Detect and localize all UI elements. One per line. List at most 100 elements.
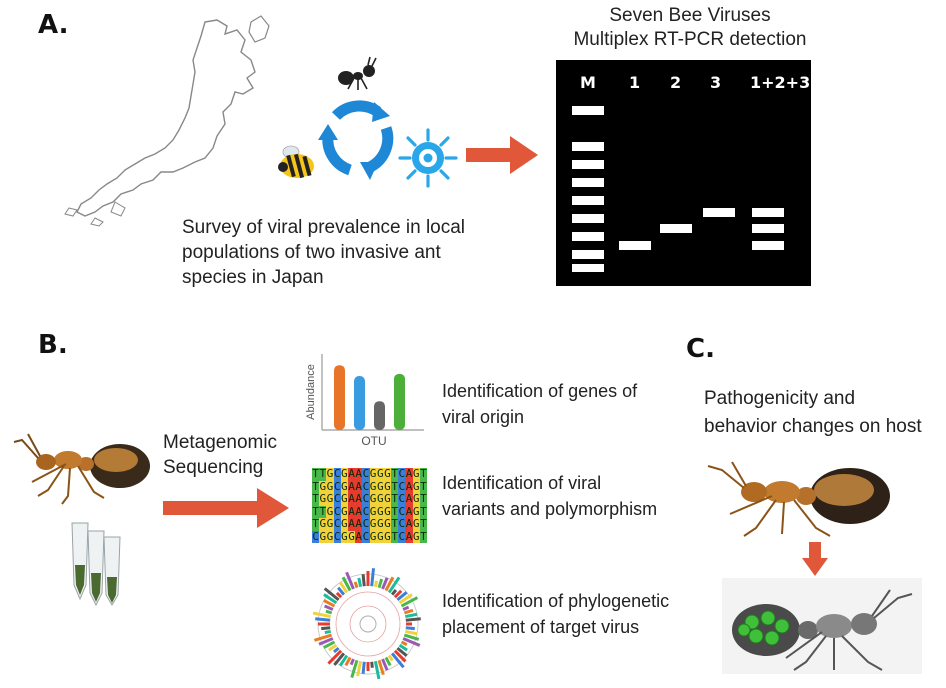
nucleotide: C — [362, 479, 370, 493]
tree-leaf — [323, 587, 340, 602]
nucleotide: G — [340, 492, 348, 506]
ant-icon — [338, 56, 377, 90]
tree-leaf — [403, 633, 420, 641]
nucleotide: G — [347, 529, 356, 543]
outcome-line: placement of target virus — [442, 617, 640, 637]
bee-icon — [278, 145, 314, 179]
survey-line: Survey of viral prevalence in local — [182, 217, 466, 238]
tree-leaf — [398, 593, 413, 605]
survey-description: Survey of viral prevalence in local popu… — [182, 215, 465, 290]
bar — [354, 376, 365, 430]
lane-label-2: 2 — [670, 73, 682, 92]
nucleotide: G — [340, 504, 348, 518]
nucleotide: A — [405, 467, 413, 481]
lane2-band — [660, 224, 692, 233]
tree-leaf — [405, 626, 415, 631]
outcome-line: Identification of genes of — [442, 381, 638, 401]
outcome-line: Identification of phylogenetic — [442, 591, 670, 611]
nucleotide: G — [383, 529, 392, 543]
japan-map-icon — [64, 15, 270, 227]
nucleotide: G — [326, 504, 334, 518]
tree-leaf — [353, 581, 359, 589]
outcome-variants: Identification of viral variants and pol… — [442, 470, 657, 522]
nucleotide: G — [412, 504, 420, 518]
nucleotide: G — [319, 517, 327, 531]
tree-leaf — [381, 658, 389, 671]
tree-leaf — [396, 646, 408, 657]
nucleotide: T — [312, 517, 320, 531]
sequence-row: CGGCGGACGGGTCAGT — [312, 529, 427, 543]
tree-leaf — [321, 626, 331, 631]
tree-leaf — [405, 617, 421, 622]
tree-leaf — [338, 654, 349, 667]
nucleotide: C — [398, 529, 406, 543]
nucleotide: T — [419, 479, 427, 493]
ladder-band — [572, 214, 604, 223]
ladder-band — [572, 196, 604, 205]
nucleotide: C — [312, 529, 320, 543]
tree-leaf — [312, 611, 332, 619]
outcome-line: variants and polymorphism — [442, 499, 658, 519]
tree-leaf — [403, 608, 414, 615]
nucleotide: G — [326, 492, 334, 506]
lane-label-3: 3 — [710, 73, 722, 92]
nucleotide: T — [391, 492, 399, 506]
ant-photo — [13, 433, 150, 505]
nucleotide: C — [362, 492, 370, 506]
tree-leaf — [387, 654, 394, 662]
tree-leaf — [324, 604, 334, 611]
nucleotide: A — [347, 492, 356, 506]
tree-leaf — [384, 656, 392, 667]
method-line: Sequencing — [163, 457, 264, 478]
tree-leaf — [361, 661, 366, 674]
tree-leaf — [318, 637, 334, 646]
nucleotide: G — [369, 467, 377, 481]
nucleotide: G — [412, 529, 420, 543]
tree-leaf — [384, 576, 395, 592]
nucleotide: T — [391, 479, 399, 493]
tree-leaf — [370, 661, 374, 668]
outcome-line: Identification of viral — [442, 473, 602, 493]
nucleotide: G — [369, 529, 377, 543]
tree-leaf — [377, 659, 385, 676]
sequence-row: TTGCGAACGGGTCAGT — [312, 467, 427, 481]
tree-leaf — [373, 660, 381, 680]
infected-ant-photo — [722, 578, 922, 674]
pathogenicity-text: Pathogenicity and behavior changes on ho… — [704, 385, 922, 441]
down-arrow-icon — [802, 542, 828, 576]
nucleotide: T — [319, 467, 327, 481]
cycle-arrows-icon — [318, 100, 394, 180]
nucleotide: A — [347, 479, 356, 493]
bar — [334, 365, 345, 430]
tree-leaf — [390, 652, 405, 669]
nucleotide: T — [419, 504, 427, 518]
nucleotide: G — [326, 467, 334, 481]
sequence-row: TGGCGAACGGGTCAGT — [312, 492, 427, 506]
mix-band — [752, 224, 784, 233]
mix-band — [752, 208, 784, 217]
tree-leaf — [344, 656, 352, 667]
nucleotide: A — [355, 504, 363, 518]
outcome-phylogeny: Identification of phylogenetic placement… — [442, 588, 669, 640]
nucleotide: T — [391, 517, 399, 531]
tree-leaf — [404, 612, 418, 619]
nucleotide: A — [405, 517, 413, 531]
nucleotide: G — [383, 492, 392, 506]
method-line: Metagenomic — [163, 432, 278, 453]
right-arrow-icon — [466, 136, 538, 174]
gel-title-line: Seven Bee Viruses — [609, 5, 771, 26]
sequence-row: TTGCGAACGGGTCAGT — [312, 504, 427, 518]
nucleotide: G — [412, 492, 420, 506]
host-ant-photo — [707, 461, 890, 537]
tree-leaf — [337, 586, 346, 596]
outcome-line: viral origin — [442, 407, 525, 427]
nucleotide: C — [362, 529, 370, 543]
tree-leaf — [333, 646, 340, 654]
nucleotide: C — [398, 504, 406, 518]
gel-image: M 1 2 3 1+2+3 — [556, 60, 811, 286]
nucleotide: T — [419, 517, 427, 531]
tree-leaf — [350, 659, 359, 679]
nucleotide: G — [376, 467, 384, 481]
nucleotide: G — [383, 504, 392, 518]
